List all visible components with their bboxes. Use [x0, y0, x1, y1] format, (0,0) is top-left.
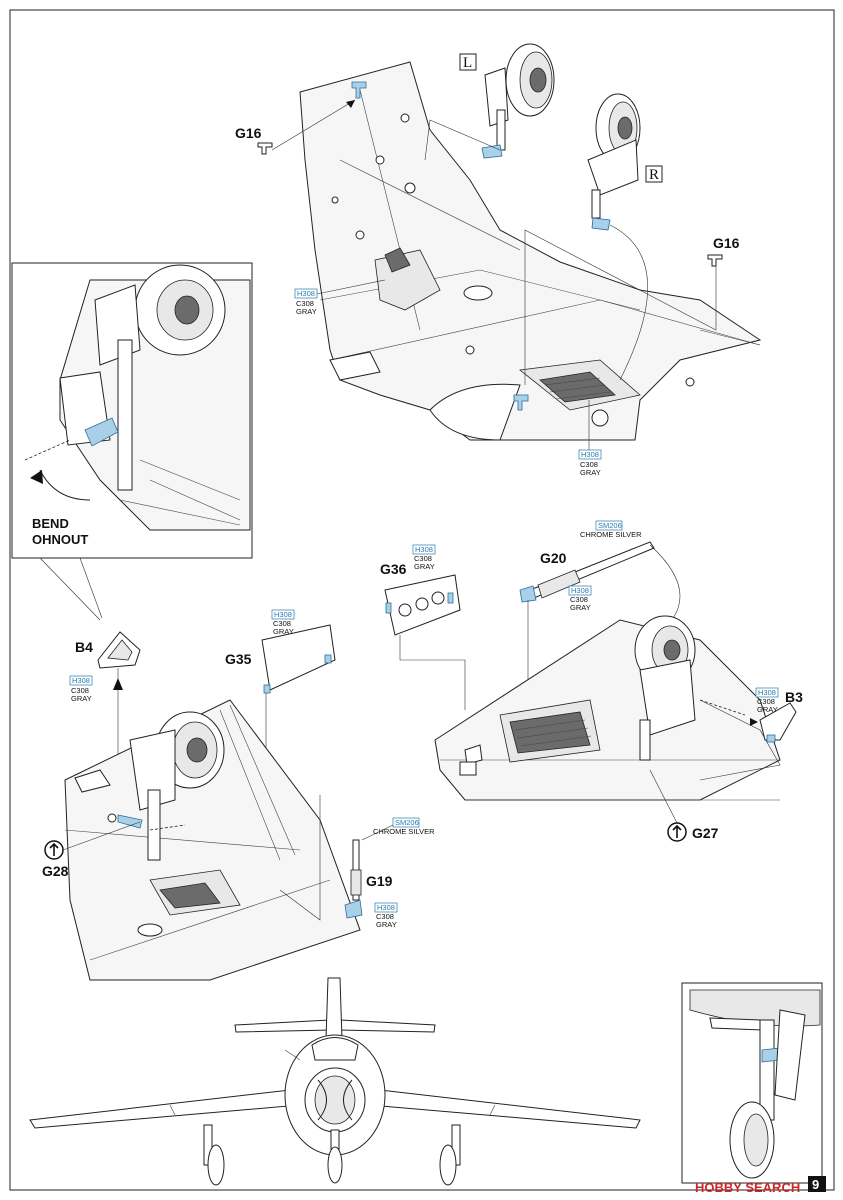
callout-g35-c: C308 — [273, 619, 291, 628]
gear-left-assembly — [424, 43, 555, 161]
callout-top-wheelwell — [294, 279, 386, 299]
marker-l: L — [463, 55, 472, 71]
label-g16-right: G16 — [713, 235, 740, 251]
part-b3 — [750, 702, 797, 743]
part-g19 — [279, 795, 363, 921]
callout-g36 — [412, 544, 436, 555]
callout-g36-name: GRAY — [414, 562, 435, 571]
label-b3: B3 — [785, 689, 803, 705]
page-number: 9 — [812, 1177, 819, 1192]
callout-b3-c: C308 — [757, 697, 775, 706]
callout-b4-name: GRAY — [71, 694, 92, 703]
callout-g36-h: H308 — [415, 545, 433, 554]
label-b4: B4 — [75, 639, 93, 655]
callout-b3 — [755, 687, 779, 698]
label-g35: G35 — [225, 651, 252, 667]
callout-g19-sm: SM206 — [395, 818, 419, 827]
callout-top-gunbay-c: C308 — [580, 460, 598, 469]
part-g36 — [384, 574, 466, 710]
callout-b3-h: H308 — [758, 688, 776, 697]
marker-l-box — [459, 53, 477, 71]
callout-top-gunbay-h: H308 — [581, 450, 599, 459]
part-g16-top — [257, 81, 367, 155]
inset-leader-1 — [39, 557, 101, 621]
watermark-logo: HOBBY SEARCH — [695, 1180, 800, 1195]
callout-g36-c: C308 — [414, 554, 432, 563]
inset-leader-2 — [79, 557, 103, 619]
callout-g35-name: GRAY — [273, 627, 294, 636]
label-g28: G28 — [42, 863, 69, 879]
rotate-arrow-icon — [44, 821, 141, 860]
callout-top-gunbay — [578, 400, 602, 460]
callout-top-wheelwell-c: C308 — [296, 299, 314, 308]
callout-b4 — [69, 675, 93, 686]
callout-g19-h: H308 — [377, 903, 395, 912]
callout-top-wheelwell-name: GRAY — [296, 307, 317, 316]
aircraft-front-view — [29, 977, 641, 1186]
callout-g35 — [271, 609, 295, 620]
callout-g20-top — [595, 520, 623, 531]
label-g36: G36 — [380, 561, 407, 577]
top-wing-underside — [299, 61, 762, 441]
marker-r: R — [649, 167, 659, 183]
callout-g35-h: H308 — [274, 610, 292, 619]
callout-g19-c: C308 — [376, 912, 394, 921]
marker-r-box — [645, 165, 663, 183]
page-border — [9, 9, 835, 1191]
page-number-box — [808, 1176, 826, 1192]
callout-top-gunbay-name: GRAY — [580, 468, 601, 477]
part-b4 — [97, 631, 141, 760]
label-g27: G27 — [692, 825, 719, 841]
gear-detail-inset — [681, 982, 823, 1184]
label-g19: G19 — [366, 873, 393, 889]
callout-b4-h: H308 — [72, 676, 90, 685]
bend-detail-inset — [11, 262, 253, 559]
callout-g20-h: H308 — [571, 586, 589, 595]
callout-g20-name: GRAY — [570, 603, 591, 612]
callout-g19-name: GRAY — [376, 920, 397, 929]
callout-g19 — [374, 902, 398, 913]
lower-right-wing — [434, 615, 781, 801]
label-bend: BEND — [32, 516, 69, 531]
gear-right-assembly — [587, 93, 648, 381]
lower-left-wing — [64, 699, 361, 981]
callout-g19-top — [361, 817, 420, 841]
callout-b3-name: GRAY — [757, 705, 778, 714]
callout-g20-sm: SM206 — [598, 521, 622, 530]
callout-top-wheelwell-h: H308 — [297, 289, 315, 298]
callout-g20 — [568, 585, 592, 596]
label-g20: G20 — [540, 550, 567, 566]
callout-g20-c: C308 — [570, 595, 588, 604]
label-g16-top: G16 — [235, 125, 262, 141]
callout-g19-chrome: CHROME SILVER — [373, 827, 435, 836]
callout-b4-c: C308 — [71, 686, 89, 695]
part-g16-right — [513, 229, 723, 411]
label-ohnout: OHNOUT — [32, 532, 88, 547]
up-arrow-icon — [649, 769, 687, 842]
callout-g20-chrome: CHROME SILVER — [580, 530, 642, 539]
